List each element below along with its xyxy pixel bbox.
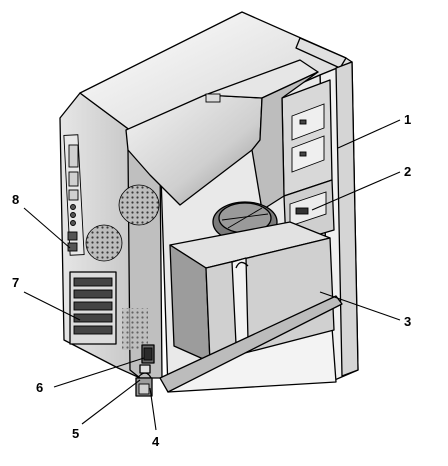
chassis-base	[159, 295, 343, 393]
leader-1	[337, 119, 401, 149]
chassis-back-panel	[59, 92, 163, 397]
leader-7	[23, 291, 81, 321]
leader-3	[319, 291, 401, 321]
callout-7: 7	[12, 275, 19, 290]
leader-8	[23, 207, 71, 249]
callout-2: 2	[404, 164, 411, 179]
leader-4	[149, 387, 157, 431]
power-supply	[169, 221, 335, 363]
callout-8: 8	[12, 192, 19, 207]
callout-4: 4	[152, 434, 160, 449]
leader-5	[81, 379, 141, 425]
power-connector	[141, 344, 155, 364]
callout-numbers: 1 2 3 4 5 6 7 8	[12, 112, 411, 449]
callout-1: 1	[404, 112, 411, 127]
callout-leaders	[23, 119, 401, 431]
leader-2	[311, 171, 401, 211]
callout-3: 3	[404, 314, 411, 329]
drive-cage-upper	[281, 79, 333, 197]
expansion-slots	[69, 271, 117, 345]
leader-6	[53, 357, 145, 388]
fan-shroud	[125, 59, 319, 211]
padlock-ring	[139, 364, 151, 374]
callout-5: 5	[72, 426, 79, 441]
padlock	[135, 372, 153, 397]
callout-6: 6	[36, 380, 43, 395]
